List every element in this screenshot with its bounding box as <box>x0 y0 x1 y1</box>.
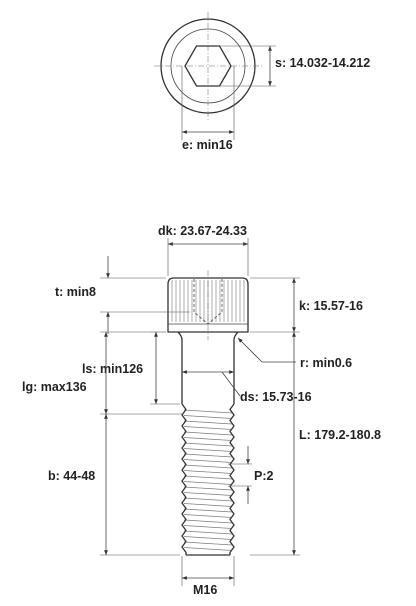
ls-dimension-label: ls: min126 <box>82 362 143 376</box>
head-knurling <box>171 280 245 322</box>
e-dimension-label: e: min16 <box>182 138 233 152</box>
screw-head <box>167 277 249 333</box>
p-dimension-label: P:2 <box>254 469 274 483</box>
m-dimension-label: M16 <box>193 583 217 597</box>
ds-dimension-label: ds: 15.73-16 <box>240 390 312 404</box>
top-view: s: 14.032-14.212 e: min16 <box>154 12 370 152</box>
r-dimension-label: r: min0.6 <box>300 356 352 370</box>
head-outer-circle <box>160 18 256 114</box>
b-dimension-label: b: 44-48 <box>48 469 95 483</box>
screw-shank <box>177 331 239 404</box>
L-dimension-label: L: 179.2-180.8 <box>299 428 381 442</box>
s-dimension-label: s: 14.032-14.212 <box>275 56 370 70</box>
k-dimension-label: k: 15.57-16 <box>299 299 363 313</box>
dk-dimension-label: dk: 23.67-24.33 <box>158 224 247 238</box>
lg-dimension-label: lg: max136 <box>22 380 87 394</box>
side-view: dk: 23.67-24.33 t: min8 k: 15.57-16 ls: … <box>22 224 381 597</box>
thread <box>181 403 235 556</box>
t-dimension-label: t: min8 <box>55 285 96 299</box>
